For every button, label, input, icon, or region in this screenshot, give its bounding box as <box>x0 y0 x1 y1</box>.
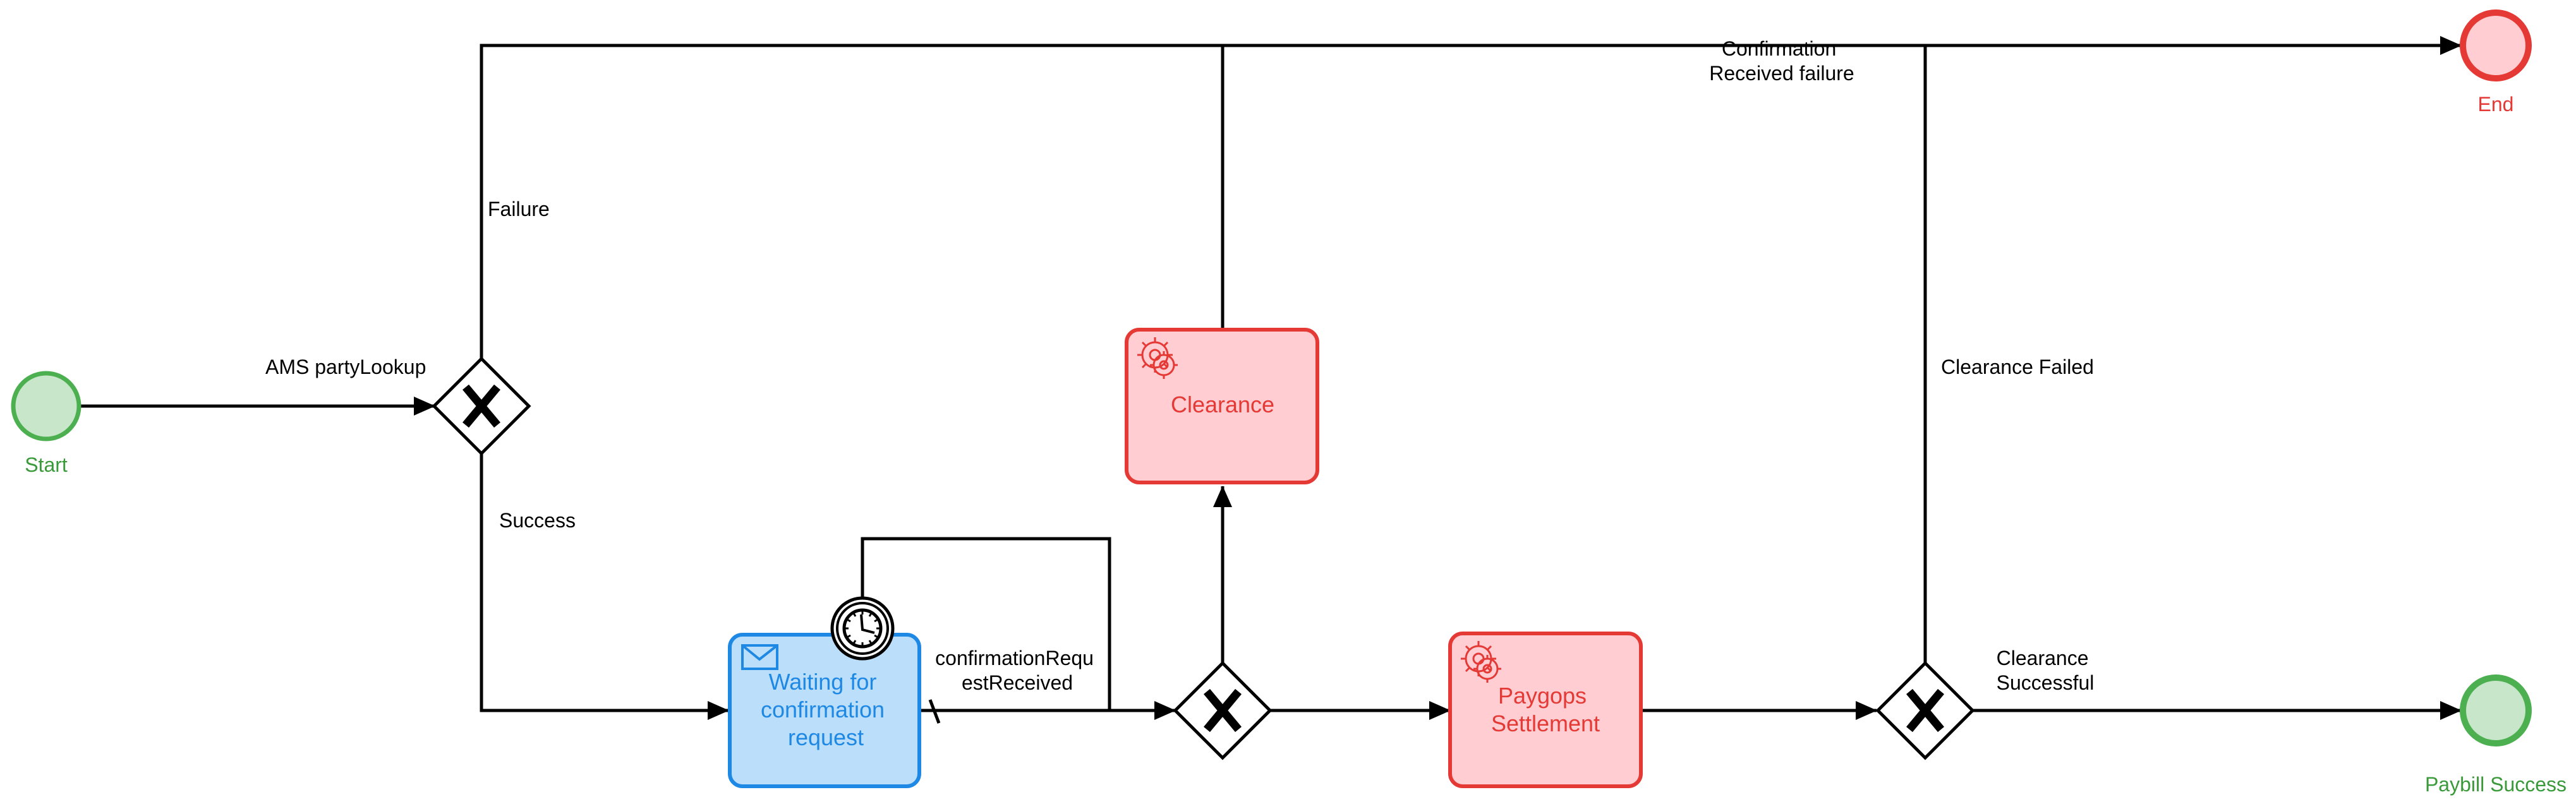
label-clearance-successful-line1: Clearance <box>1997 647 2089 669</box>
task-waiting-line2: confirmation <box>761 697 885 722</box>
svg-text:Paygops Settlement: Paygops Settlement <box>1491 683 1600 736</box>
label-confirmation-received-failure-line2: Received failure <box>1709 62 1854 85</box>
label-confirmation-request-received-line1: confirmationRequ <box>935 647 1094 669</box>
label-confirmation-request-received-line2: estReceived <box>962 671 1073 694</box>
task-clearance[interactable]: Clearance <box>1125 328 1319 484</box>
default-flow-marker <box>928 699 941 724</box>
exclusive-gateway-2[interactable] <box>1173 661 1273 760</box>
exclusive-gateway-1[interactable] <box>432 356 531 456</box>
task-waiting-line1: Waiting for <box>769 669 877 695</box>
start-label: Start <box>25 453 68 476</box>
task-waiting-for-confirmation[interactable]: Waiting for confirmation request <box>728 633 921 788</box>
exclusive-gateway-3[interactable] <box>1875 661 1975 760</box>
start-event[interactable] <box>11 371 82 441</box>
label-clearance-failed: Clearance Failed <box>1941 356 2094 378</box>
task-paygops-settlement[interactable]: Paygops Settlement <box>1448 632 1643 788</box>
paybill-success-label: Paybill Success <box>2425 773 2567 796</box>
svg-text:Clearance Successful: Clearance Successful <box>1997 647 2095 694</box>
timer-icon[interactable] <box>830 596 895 661</box>
label-clearance-successful-line2: Successful <box>1997 671 2095 694</box>
svg-text:Confirmation Received fail: Confirmation Received failure <box>1709 37 1854 85</box>
end-event[interactable] <box>2460 9 2532 81</box>
task-paygops-line1: Paygops <box>1498 683 1587 709</box>
task-paygops-line2: Settlement <box>1491 710 1600 736</box>
svg-text:Waiting for confirmation: Waiting for confirmation request <box>761 669 891 750</box>
paybill-success-event[interactable] <box>2460 674 2532 746</box>
label-failure: Failure <box>488 198 550 220</box>
flow-gateway1-failure[interactable] <box>480 36 2462 359</box>
gear-icon <box>1137 337 1178 379</box>
end-label: End <box>2478 93 2514 116</box>
flow-timer-loop[interactable] <box>861 537 1111 710</box>
envelope-icon <box>741 644 778 670</box>
label-confirmation-received-failure-line1: Confirmation <box>1722 37 1836 60</box>
task-clearance-label: Clearance <box>1171 392 1274 417</box>
task-waiting-line3: request <box>788 724 864 750</box>
gear-icon <box>1461 641 1501 683</box>
label-success: Success <box>499 509 576 532</box>
flow-gateway1-success[interactable] <box>480 453 729 720</box>
svg-text:confirmationRequ estReceiv: confirmationRequ estReceived <box>935 647 1099 694</box>
label-ams-party-lookup: AMS partyLookup <box>265 356 426 378</box>
